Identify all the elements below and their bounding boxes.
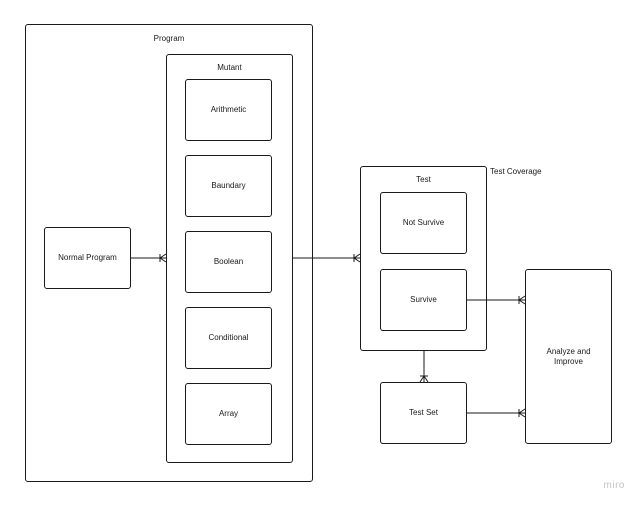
mutant-item-label: Boolean [213, 257, 244, 266]
mutant-item-boolean: Boolean [185, 231, 272, 293]
survive-label: Survive [410, 295, 437, 304]
not-survive-label: Not Survive [402, 218, 445, 227]
mutant-item-label: Array [218, 409, 239, 418]
normal-program-box: Normal Program [44, 227, 131, 289]
mutant-item-label: Baundary [211, 181, 246, 190]
test-coverage-label: Test Coverage [490, 167, 542, 176]
not-survive-box: Not Survive [380, 192, 467, 254]
mutant-item-label: Arithmetic [210, 105, 247, 114]
mutant-item-baundary: Baundary [185, 155, 272, 217]
program-title: Program [153, 34, 185, 43]
test-set-box: Test Set [380, 382, 467, 444]
mutant-title: Mutant [217, 63, 242, 72]
analyze-improve-label: Analyze and Improve [546, 346, 591, 366]
normal-program-label: Normal Program [58, 253, 117, 262]
mutant-item-conditional: Conditional [185, 307, 272, 369]
mutant-item-arithmetic: Arithmetic [185, 79, 272, 141]
mutant-item-array: Array [185, 383, 272, 445]
test-set-label: Test Set [409, 408, 438, 417]
mutant-item-label: Conditional [208, 333, 249, 342]
test-title: Test [416, 175, 431, 184]
miro-watermark: miro [603, 480, 625, 491]
analyze-improve-box: Analyze and Improve [525, 269, 612, 444]
survive-box: Survive [380, 269, 467, 331]
